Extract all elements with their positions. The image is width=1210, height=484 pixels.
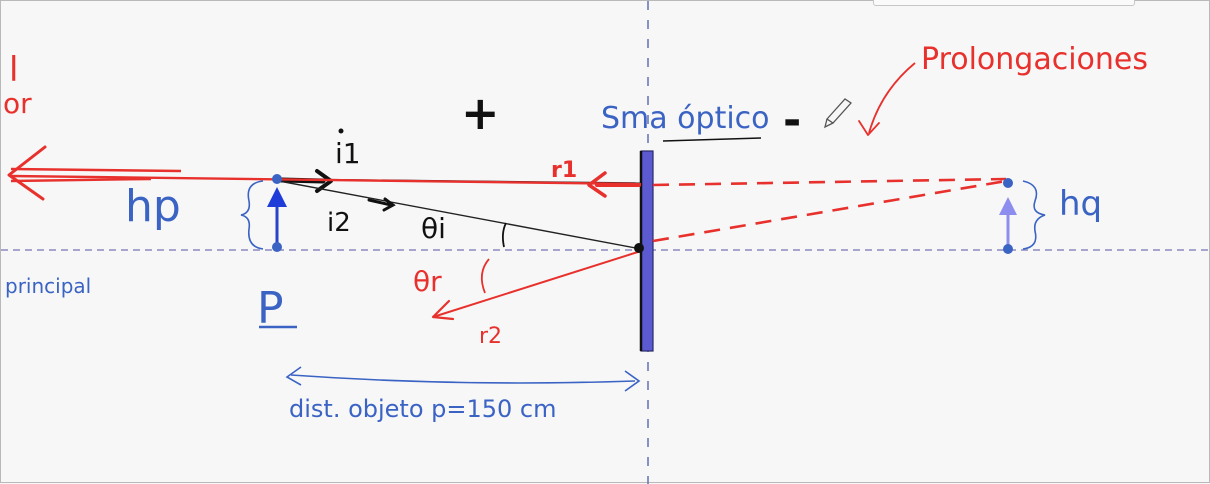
image-arrowhead xyxy=(999,197,1017,215)
incident-arrow-2 xyxy=(367,197,396,212)
distance-label: dist. objeto p=150 cm xyxy=(289,395,557,423)
height-q-brace xyxy=(1022,180,1046,250)
height-p-brace xyxy=(240,180,264,250)
reflected-arrowhead-2 xyxy=(431,299,455,321)
reflected-arrowhead-1 xyxy=(587,171,607,198)
plus-sign: + xyxy=(461,86,500,140)
pencil-icon xyxy=(824,98,852,129)
incident-1-label: i1 xyxy=(335,137,361,170)
distance-line xyxy=(290,374,636,384)
incident-2-label: i2 xyxy=(327,208,351,238)
i1-dot xyxy=(338,128,344,134)
object-base-dot xyxy=(272,242,282,252)
theta-r-label: θr xyxy=(413,265,442,298)
height-q-label: hq xyxy=(1059,184,1102,224)
cut-label-left: or xyxy=(3,87,32,120)
reflected-ray-2 xyxy=(432,250,642,318)
object-top-dot xyxy=(272,174,282,184)
angle-incidence-arc xyxy=(501,222,507,248)
far-reflected-ray xyxy=(10,167,182,183)
ray-1-label: r1 xyxy=(551,158,577,183)
image-top-dot xyxy=(1003,178,1013,188)
axis-label: principal xyxy=(5,274,91,298)
reflected-ray-1 xyxy=(10,174,642,186)
distance-arrowhead-right xyxy=(624,370,641,392)
mirror-label-underline xyxy=(662,137,762,142)
prolongation-2 xyxy=(652,179,1007,243)
annotation-arrowhead xyxy=(858,120,880,136)
mirror-label: Sma óptico xyxy=(601,101,770,136)
prolongation-1 xyxy=(652,177,1007,187)
distance-arrowhead-left xyxy=(285,366,302,386)
theta-i-label: θi xyxy=(421,212,446,245)
object-label: P xyxy=(257,283,284,334)
incident-ray-2 xyxy=(278,180,642,250)
angle-reflection-arc xyxy=(480,258,490,294)
annotation-arrow xyxy=(868,62,916,134)
cut-label-top: l xyxy=(9,50,18,90)
image-base-dot xyxy=(1003,244,1013,254)
object-arrowhead xyxy=(267,187,287,207)
toolbar-tab[interactable] xyxy=(873,0,1135,6)
height-p-label: hp xyxy=(125,181,181,232)
far-arrowhead xyxy=(7,145,47,201)
prolongations-label: Prolongaciones xyxy=(921,42,1148,77)
minus-sign: - xyxy=(783,95,801,146)
reflection-point xyxy=(634,243,644,253)
ray-2-label: r2 xyxy=(479,324,502,349)
